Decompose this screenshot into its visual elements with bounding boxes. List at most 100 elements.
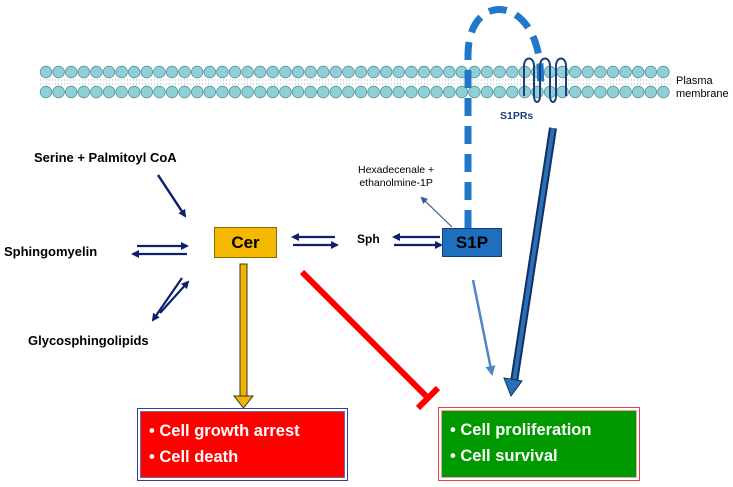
sphingomyelin-label: Sphingomyelin <box>4 244 98 259</box>
lipid-head <box>178 65 191 79</box>
survival-item-proliferation: • Cell proliferation <box>450 421 592 439</box>
membrane-label: Plasma membrane <box>676 75 729 101</box>
lipid-head <box>140 85 154 99</box>
lipid-head <box>216 85 229 99</box>
lipid-head <box>241 65 254 79</box>
lipid-head <box>606 85 620 99</box>
lipid-head <box>657 65 670 79</box>
lipid-head <box>291 85 305 99</box>
lipid-head <box>367 85 380 99</box>
lipid-head <box>632 65 645 79</box>
lipid-head <box>241 85 254 99</box>
lipid-head <box>304 85 317 99</box>
lipid-head <box>329 65 343 79</box>
lipid-head <box>380 65 393 79</box>
death-outcome-box: • Cell growth arrest • Cell death <box>137 408 348 481</box>
lipid-head <box>342 65 355 79</box>
lipid-head <box>203 65 217 79</box>
lipid-head <box>127 65 141 79</box>
lipid-head <box>228 85 242 99</box>
lipid-head <box>405 65 418 79</box>
lipid-head <box>619 85 632 99</box>
lipid-head <box>216 65 229 79</box>
s1p-dashed-loop <box>464 6 545 228</box>
cer-node: Cer <box>214 227 277 258</box>
lipid-head <box>39 85 53 99</box>
lipid-head <box>190 65 204 79</box>
lipid-head <box>304 65 317 79</box>
lipid-head <box>354 85 368 99</box>
lipid-head <box>153 85 166 99</box>
lipid-head <box>102 65 116 79</box>
lipid-head <box>443 85 456 99</box>
lipid-head <box>581 65 595 79</box>
lipid-head <box>644 65 658 79</box>
s1pr-to-survival-arrow <box>503 127 557 398</box>
lipid-head <box>417 85 431 99</box>
survival-item-survival: • Cell survival <box>450 447 558 465</box>
lipid-head <box>430 85 443 99</box>
lipid-head <box>266 85 280 99</box>
lipid-head <box>279 85 292 99</box>
precursor-label: Serine + Palmitoyl CoA <box>34 150 177 165</box>
lipid-head <box>77 65 91 79</box>
lipid-head <box>619 65 632 79</box>
lipid-head <box>493 65 506 79</box>
hexadecenal-label: Hexadecenale + ethanolmine-1P <box>358 164 434 190</box>
hexadecenal-line1: Hexadecenale + <box>358 164 435 176</box>
lipid-head <box>115 85 128 99</box>
lipid-head <box>606 65 620 79</box>
lipid-head <box>291 65 305 79</box>
lipid-head <box>455 85 469 99</box>
lipid-head <box>569 65 582 79</box>
lipid-head <box>417 65 431 79</box>
lipid-head <box>190 85 204 99</box>
lipid-head <box>468 85 481 99</box>
lipid-head <box>52 65 65 79</box>
s1p-to-hexadecenal-arrow <box>420 196 453 228</box>
lipid-head <box>203 85 217 99</box>
sph-label: Sph <box>357 232 380 246</box>
survival-outcome-box: • Cell proliferation • Cell survival <box>438 407 640 481</box>
lipid-head <box>657 85 670 99</box>
cer-to-glyco-arrow <box>151 277 183 322</box>
lipid-head <box>329 85 343 99</box>
death-item-cell-death: • Cell death <box>149 448 239 466</box>
lipid-head <box>480 85 494 99</box>
lipid-head <box>254 65 267 79</box>
lipid-head <box>165 85 179 99</box>
lipid-head <box>39 65 53 79</box>
lipid-head <box>165 65 179 79</box>
s1p-to-survival-arrow <box>471 279 496 376</box>
lipid-head <box>480 65 494 79</box>
lipid-head <box>569 85 582 99</box>
lipid-bilayer <box>39 65 672 99</box>
lipid-head <box>405 85 418 99</box>
death-item-growth-arrest: • Cell growth arrest <box>149 422 300 440</box>
hexadecenal-line2: ethanolmine-1P <box>359 177 433 189</box>
lipid-head <box>90 85 103 99</box>
lipid-head <box>430 65 443 79</box>
lipid-head <box>102 85 116 99</box>
lipid-head <box>367 65 380 79</box>
glyco-to-cer-arrow <box>159 280 190 314</box>
lipid-head <box>64 85 78 99</box>
lipid-head <box>254 85 267 99</box>
s1p-node: S1P <box>442 228 502 257</box>
lipid-head <box>644 85 658 99</box>
lipid-head <box>266 65 280 79</box>
membrane-label-line2: membrane <box>676 88 729 100</box>
lipid-head <box>317 65 330 79</box>
lipid-head <box>228 65 242 79</box>
lipid-head <box>77 85 91 99</box>
lipid-head <box>52 85 65 99</box>
lipid-head <box>632 85 645 99</box>
lipid-head <box>90 65 103 79</box>
lipid-head <box>392 65 406 79</box>
lipid-head <box>140 65 154 79</box>
lipid-head <box>354 65 368 79</box>
glycosphingolipids-label: Glycosphingolipids <box>28 333 149 348</box>
lipid-head <box>127 85 141 99</box>
lipid-head <box>594 85 607 99</box>
